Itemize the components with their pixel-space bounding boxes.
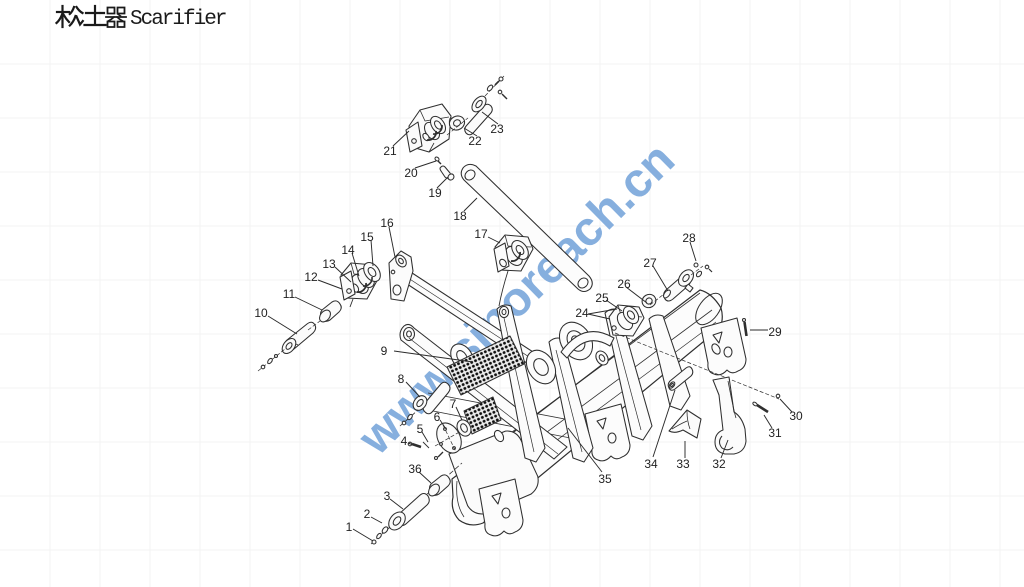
svg-text:18: 18	[453, 209, 467, 223]
svg-text:34: 34	[644, 457, 658, 471]
svg-text:21: 21	[383, 144, 397, 158]
svg-text:22: 22	[468, 134, 482, 148]
svg-text:5: 5	[417, 422, 424, 436]
svg-text:Scarifier: Scarifier	[130, 8, 226, 31]
svg-text:23: 23	[490, 122, 504, 136]
svg-text:4: 4	[401, 434, 408, 448]
svg-text:36: 36	[408, 462, 422, 476]
svg-text:29: 29	[768, 325, 782, 339]
svg-text:16: 16	[380, 216, 394, 230]
svg-text:2: 2	[364, 507, 371, 521]
svg-text:28: 28	[682, 231, 696, 245]
svg-text:15: 15	[360, 230, 374, 244]
svg-text:14: 14	[341, 243, 355, 257]
svg-text:19: 19	[428, 186, 442, 200]
svg-text:35: 35	[598, 472, 612, 486]
svg-text:8: 8	[398, 372, 405, 386]
svg-text:33: 33	[676, 457, 690, 471]
svg-text:10: 10	[254, 306, 268, 320]
svg-text:27: 27	[643, 256, 657, 270]
svg-text:26: 26	[617, 277, 631, 291]
svg-text:6: 6	[434, 410, 441, 424]
svg-text:31: 31	[768, 426, 782, 440]
svg-text:25: 25	[595, 291, 609, 305]
svg-text:1: 1	[346, 520, 353, 534]
svg-text:24: 24	[575, 306, 589, 320]
svg-text:32: 32	[712, 457, 726, 471]
svg-text:13: 13	[322, 257, 336, 271]
svg-text:30: 30	[789, 409, 803, 423]
svg-text:17: 17	[474, 227, 488, 241]
svg-text:12: 12	[304, 270, 318, 284]
svg-text:9: 9	[381, 344, 388, 358]
svg-text:11: 11	[283, 287, 296, 301]
svg-text:3: 3	[384, 489, 391, 503]
svg-text:20: 20	[404, 166, 418, 180]
svg-text:7: 7	[450, 397, 457, 411]
